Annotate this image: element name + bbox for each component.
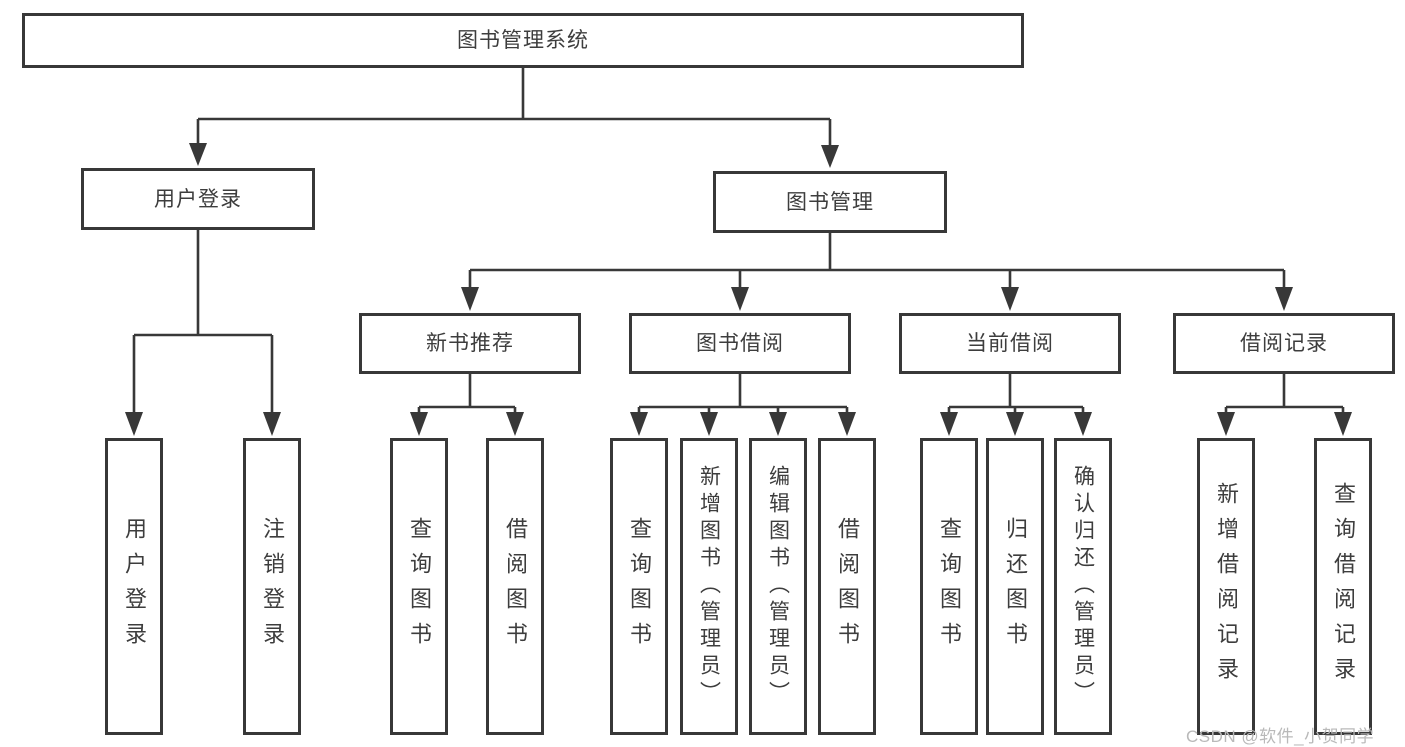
connectors-new-book-recommend bbox=[410, 374, 524, 436]
leaf-query-book-recommend: 查询图书 bbox=[390, 438, 448, 735]
leaf-edit-book-admin: 编辑图书（管理员） bbox=[749, 438, 807, 735]
node-book-management: 图书管理 bbox=[713, 171, 947, 233]
leaf-add-borrow-record: 新增借阅记录 bbox=[1197, 438, 1255, 735]
leaf-query-book-borrow: 查询图书 bbox=[610, 438, 668, 735]
leaf-borrow-book: 借阅图书 bbox=[818, 438, 876, 735]
node-book-borrow: 图书借阅 bbox=[629, 313, 851, 374]
connectors-borrow-records bbox=[1217, 374, 1352, 436]
node-user-login: 用户登录 bbox=[81, 168, 315, 230]
connectors-user-login bbox=[125, 230, 281, 436]
leaf-confirm-return-admin: 确认归还（管理员） bbox=[1054, 438, 1112, 735]
connectors-root bbox=[189, 68, 839, 168]
leaf-logout: 注销登录 bbox=[243, 438, 301, 735]
csdn-watermark: CSDN @软件_小贺同学 bbox=[1186, 727, 1375, 746]
leaf-return-book: 归还图书 bbox=[986, 438, 1044, 735]
node-library-system: 图书管理系统 bbox=[22, 13, 1024, 68]
leaf-user-login: 用户登录 bbox=[105, 438, 163, 735]
node-new-book-recommend: 新书推荐 bbox=[359, 313, 581, 374]
connectors-current-borrow bbox=[940, 374, 1092, 436]
connectors-book-borrow bbox=[630, 374, 856, 436]
node-current-borrow: 当前借阅 bbox=[899, 313, 1121, 374]
leaf-query-borrow-record: 查询借阅记录 bbox=[1314, 438, 1372, 735]
leaf-borrow-book-recommend: 借阅图书 bbox=[486, 438, 544, 735]
leaf-query-book-current: 查询图书 bbox=[920, 438, 978, 735]
node-borrow-records: 借阅记录 bbox=[1173, 313, 1395, 374]
connectors-book-management bbox=[461, 233, 1293, 311]
leaf-add-book-admin: 新增图书（管理员） bbox=[680, 438, 738, 735]
